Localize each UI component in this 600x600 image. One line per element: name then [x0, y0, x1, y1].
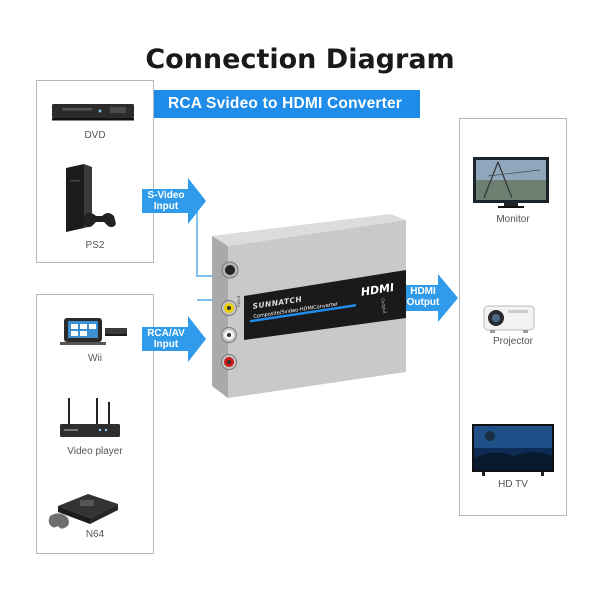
source-label-ps2: PS2 — [85, 240, 105, 251]
hdmi-output-arrow — [404, 274, 458, 322]
svideo-input-label: S-Video Input — [147, 190, 185, 212]
n64-console-icon — [48, 494, 118, 529]
rca-input-arrow — [142, 316, 206, 362]
rca-white-port — [221, 327, 237, 343]
converter-input-side-label: Input — [237, 295, 242, 307]
source-label-wii: Wii — [88, 353, 102, 364]
display-label-hd-tv: HD TV — [498, 479, 528, 490]
converter-label-band — [244, 270, 406, 340]
monitor-icon — [473, 157, 549, 208]
wii-console-icon — [60, 318, 127, 345]
projector-icon — [483, 305, 535, 333]
converter-device — [212, 214, 406, 398]
svideo-input-arrow — [142, 178, 206, 224]
page-title: Connection Diagram — [145, 44, 455, 75]
display-label-monitor: Monitor — [496, 214, 530, 225]
dvd-player-icon — [52, 104, 134, 121]
display-label-projector: Projector — [492, 336, 533, 347]
ps2-console-icon — [66, 164, 116, 232]
rca-red-port — [221, 354, 237, 370]
source-label-video-player: Video player — [67, 446, 123, 457]
subtitle-banner: RCA Svideo to HDMI Converter — [150, 90, 420, 118]
rca-input-label: RCA/AV Input — [147, 328, 185, 350]
source-label-dvd: DVD — [84, 130, 106, 141]
source-label-n64: N64 — [85, 529, 105, 540]
hd-tv-icon — [472, 424, 554, 476]
video-player-icon — [60, 398, 120, 437]
svideo-port — [221, 261, 239, 279]
rca-yellow-port — [221, 300, 237, 316]
hdmi-output-label: HDMI Output — [406, 286, 440, 308]
